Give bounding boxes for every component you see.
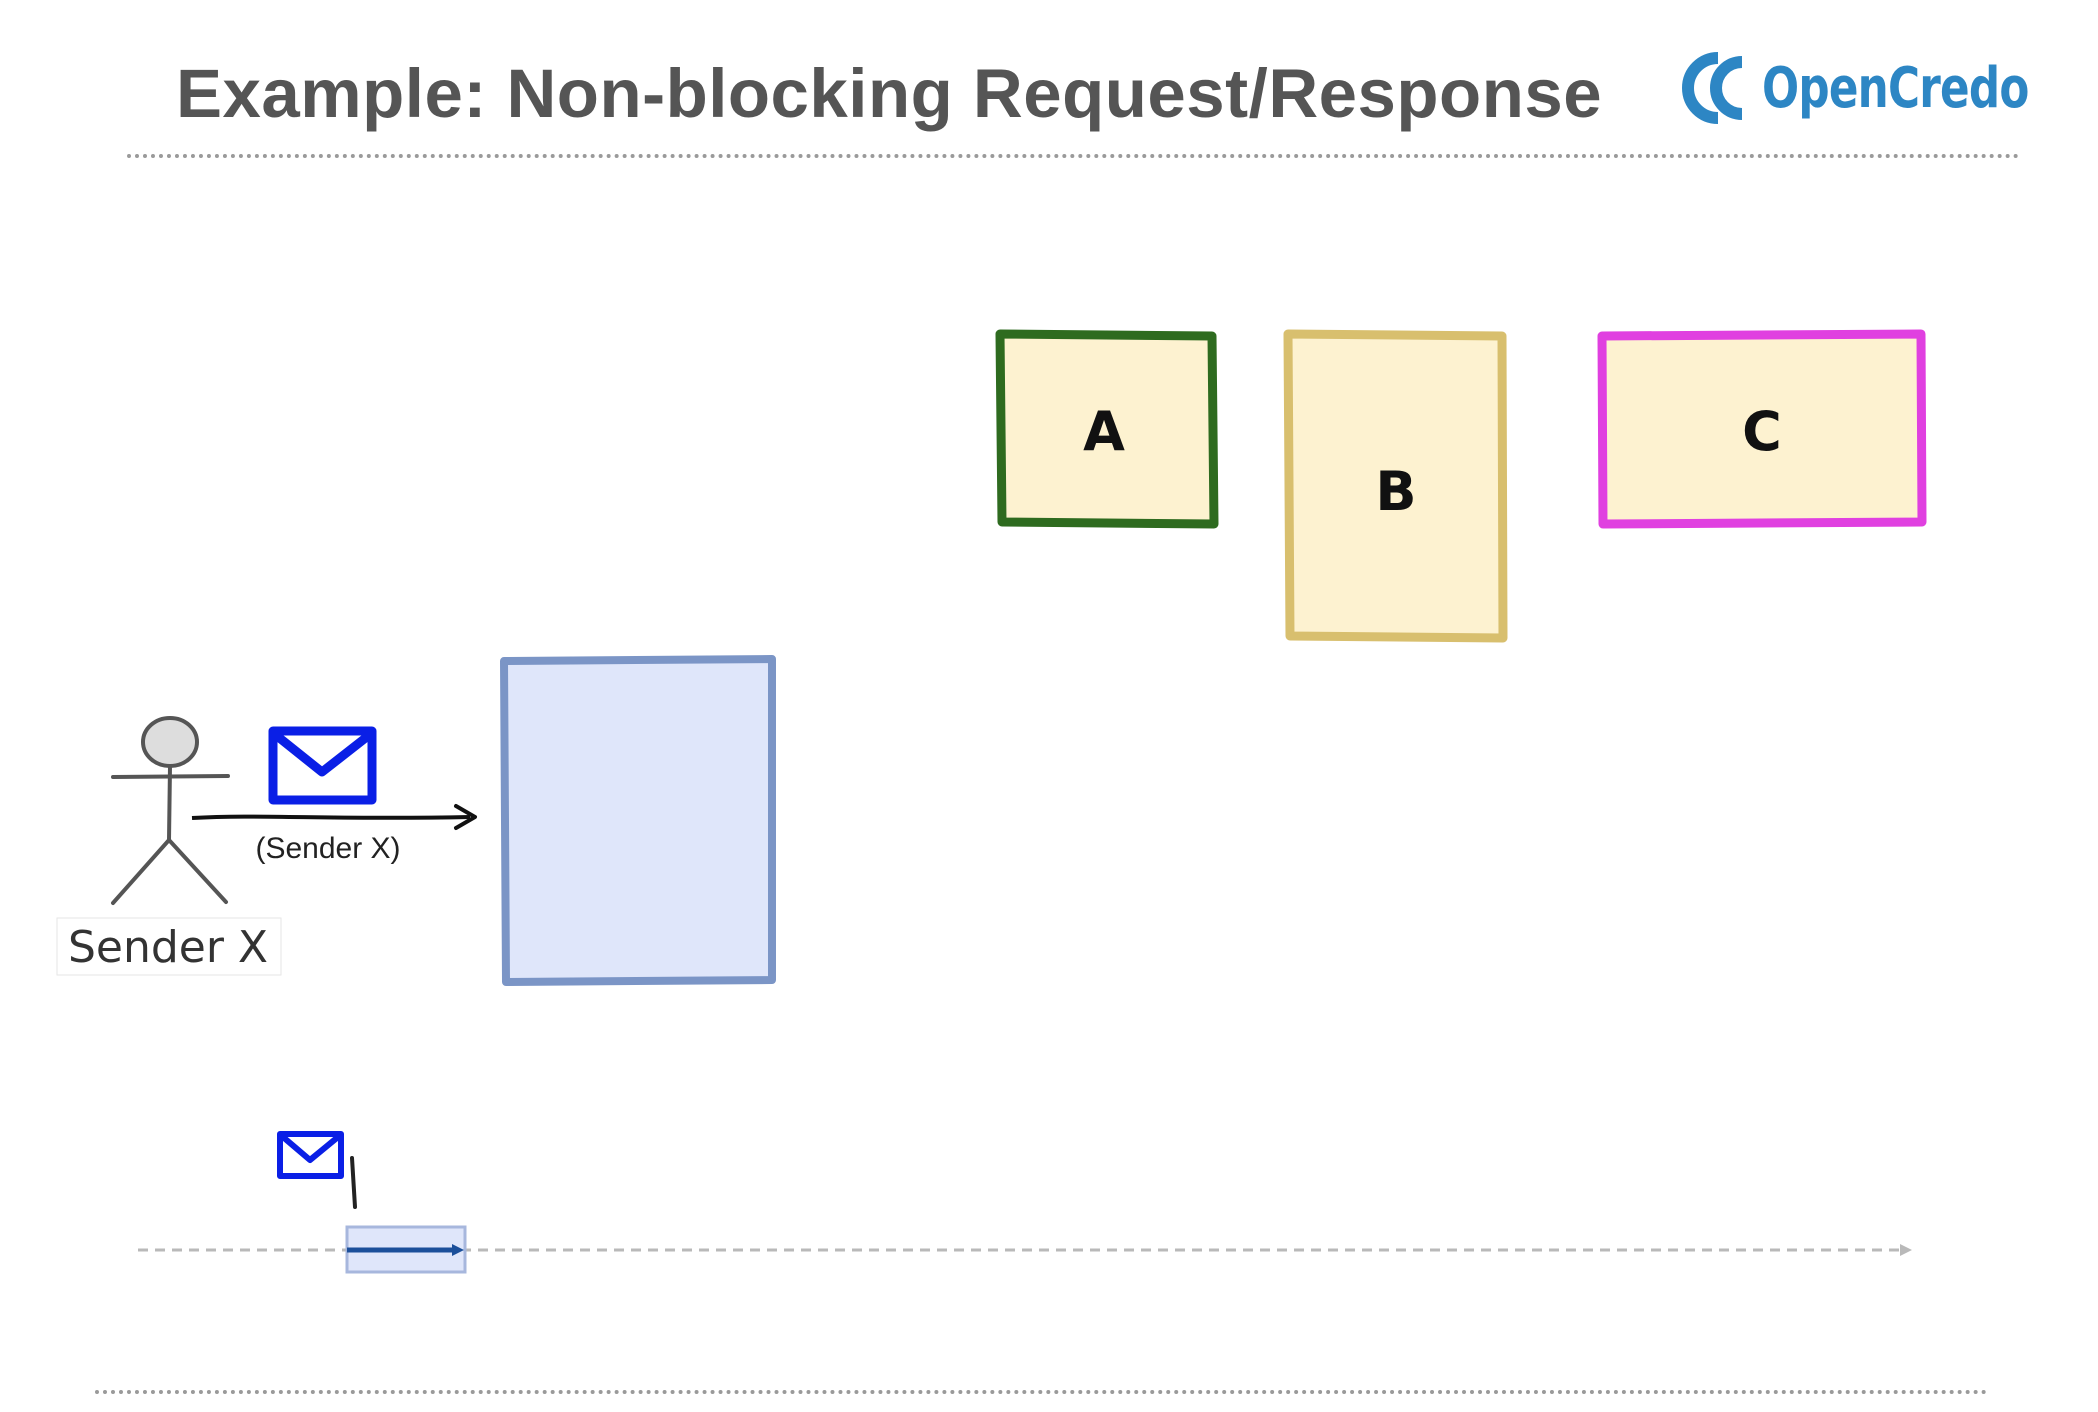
box-c-label: C <box>1742 400 1782 463</box>
box-a: A <box>995 329 1219 529</box>
drop-marker <box>350 1156 357 1209</box>
timeline-activity <box>345 1225 467 1274</box>
brand-name: OpenCredo <box>1762 55 2029 121</box>
sender-actor <box>111 716 230 905</box>
footer-divider <box>95 1390 1988 1394</box>
box-a-label: A <box>1083 400 1125 463</box>
actor-arms <box>111 774 230 779</box>
message-arrow <box>191 804 477 830</box>
opencredo-logo-icon <box>1682 52 1743 124</box>
box-b: B <box>1283 329 1508 643</box>
receiver-box <box>500 655 776 986</box>
title-divider <box>127 154 2020 158</box>
actor-head <box>141 716 199 768</box>
small-envelope-icon <box>277 1131 344 1179</box>
box-c: C <box>1597 329 1927 529</box>
slide-title: Example: Non-blocking Request/Response <box>176 55 1603 132</box>
actor-legs <box>111 838 228 905</box>
box-b-label: B <box>1375 460 1416 523</box>
opencredo-logo: OpenCredo <box>1678 48 2098 128</box>
actor-label-box <box>56 917 282 976</box>
message-label: (Sender X) <box>255 832 400 865</box>
actor-label: Sender X <box>68 922 268 973</box>
envelope-icon <box>268 726 377 805</box>
